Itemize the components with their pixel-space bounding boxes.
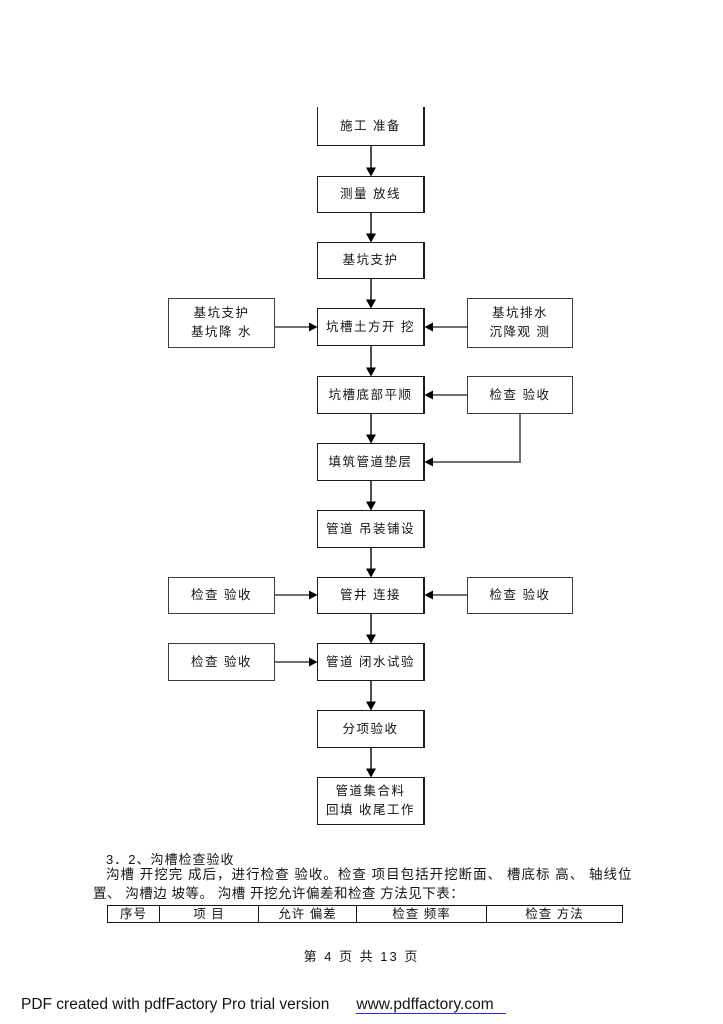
- flow-node-trench-excavation: 坑槽土方开 挖: [317, 308, 425, 346]
- table-header-item: 项 目: [159, 906, 258, 922]
- pdf-watermark: PDF created with pdfFactory Pro trial ve…: [21, 996, 506, 1014]
- flow-node-pipe-hoisting-laying: 管道 吊装铺设: [317, 510, 425, 548]
- inspection-table: 序号 项 目 允许 偏差 检查 频率 检查 方法: [107, 905, 623, 923]
- flow-node-pipe-bedding-fill: 填筑管道垫层: [317, 443, 425, 481]
- flow-node-inspection-acceptance-left-1: 检查 验收: [168, 577, 275, 614]
- table-header-tolerance: 允许 偏差: [258, 906, 356, 922]
- pdf-note-text: PDF created with pdfFactory Pro trial ve…: [21, 996, 330, 1013]
- page-number: 第 4 页 共 13 页: [303, 949, 420, 964]
- flow-node-inspection-acceptance-left-2: 检查 验收: [168, 643, 275, 681]
- flow-node-survey-layout: 测量 放线: [317, 176, 425, 213]
- section-paragraph: 沟槽 开挖完 成后，进行检查 验收。检查 项目包括开挖断面、 槽底标 高、 轴线…: [93, 867, 632, 901]
- flow-arrowheads-horizontal: [309, 322, 433, 667]
- flow-node-water-tightness-test: 管道 闭水试验: [317, 643, 425, 681]
- flow-node-trench-bottom-leveling: 坑槽底部平顺: [317, 376, 425, 414]
- flow-node-subitem-acceptance: 分项验收: [317, 710, 425, 748]
- table-header-frequency: 检查 频率: [356, 906, 486, 922]
- flow-node-pit-support: 基坑支护: [317, 242, 425, 279]
- flow-node-pit-support-dewatering: 基坑支护 基坑降 水: [168, 298, 275, 348]
- flow-node-construction-preparation: 施工 准备: [317, 107, 425, 146]
- flow-node-inspection-acceptance-right-2: 检查 验收: [467, 577, 573, 614]
- pdffactory-link[interactable]: www.pdffactory.com: [356, 996, 506, 1014]
- section-heading: 3．2、沟槽检查验收: [106, 852, 235, 867]
- table-header-seq: 序号: [119, 906, 147, 921]
- flow-node-pit-drainage-settlement-observation: 基坑排水 沉降观 测: [467, 298, 573, 348]
- flow-node-backfill-finishing: 管道集合料 回填 收尾工作: [317, 777, 425, 825]
- flow-node-pipe-well-connection: 管井 连接: [317, 577, 425, 614]
- table-header-method: 检查 方法: [486, 906, 622, 922]
- flow-node-inspection-acceptance-right-1: 检查 验收: [467, 376, 573, 414]
